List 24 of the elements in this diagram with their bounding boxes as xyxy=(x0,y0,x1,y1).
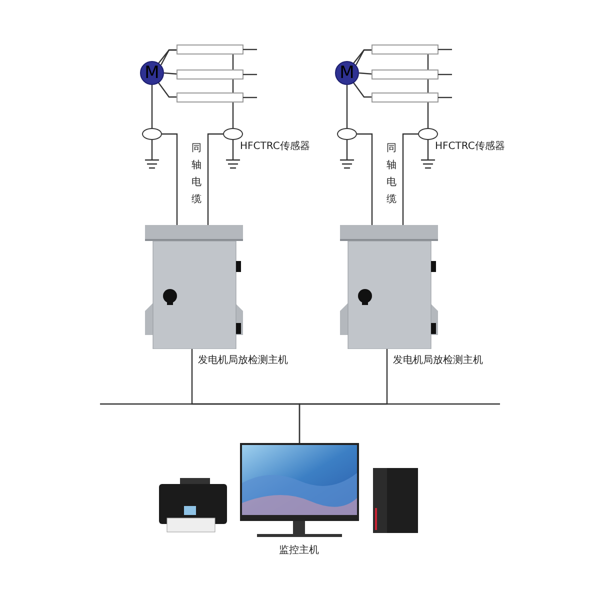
monitor-drawing xyxy=(240,443,359,538)
device-label: 监控主机 xyxy=(279,544,319,557)
cable-label: 同轴电缆 xyxy=(191,142,202,207)
motor-circle: M xyxy=(140,61,164,85)
connector-line xyxy=(346,85,348,128)
device-label: 发电机局放检测主机 xyxy=(198,354,288,367)
connector-line xyxy=(402,133,418,225)
sensor-ring xyxy=(337,128,357,140)
cabinet-drawing xyxy=(145,225,243,349)
sensor-ring xyxy=(418,128,438,140)
motor-circle: M xyxy=(335,61,359,85)
device-label: 发电机局放检测主机 xyxy=(393,354,483,367)
sensor-ring xyxy=(142,128,162,140)
cable-label: 同轴电缆 xyxy=(386,142,397,207)
sensor-label: HFCTRC传感器 xyxy=(435,140,505,153)
connector-line xyxy=(298,349,388,443)
connector-line xyxy=(151,85,153,128)
computer-tower-drawing xyxy=(373,468,419,533)
connector-line xyxy=(162,133,178,225)
connector-line xyxy=(357,133,373,225)
connector-line xyxy=(207,133,223,225)
cabinet-drawing xyxy=(340,225,438,349)
sensor-label: HFCTRC传感器 xyxy=(240,140,310,153)
sensor-ring xyxy=(223,128,243,140)
